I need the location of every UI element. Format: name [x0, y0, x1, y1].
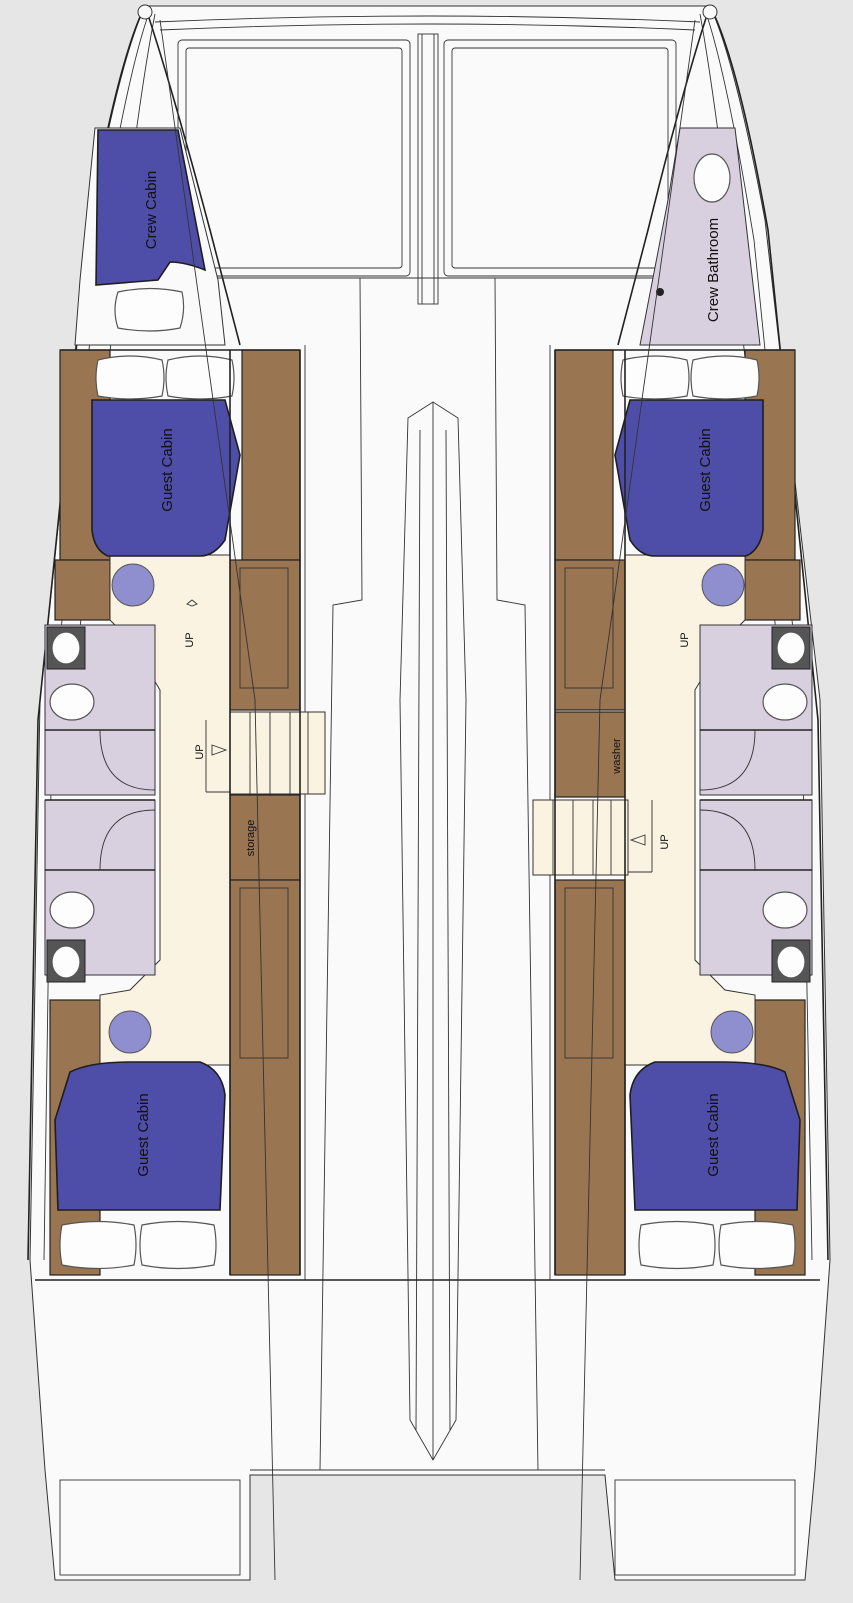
- central-deck: [35, 277, 820, 1576]
- toilet-icon-right-2: [762, 891, 808, 929]
- up-label-right-2: UP: [659, 834, 671, 849]
- crew-bathroom: Crew Bathroom: [639, 127, 761, 346]
- guest-cabin-bed-aft-right: [629, 1061, 801, 1211]
- guest-cabin-label-fwd-left: Guest Cabin: [159, 428, 176, 511]
- crew-bathroom-label: Crew Bathroom: [705, 218, 722, 322]
- right-hull: Guest Cabin UP UP washer Gues: [532, 349, 813, 1276]
- crew-cabin-bed: [95, 129, 207, 286]
- up-label-left-1: UP: [184, 632, 196, 647]
- up-label-right-1: UP: [679, 632, 691, 647]
- toilet-icon-left-2: [49, 891, 95, 929]
- crew-cabin-label: Crew Cabin: [143, 171, 160, 249]
- guest-cabin-bed-fwd-right: [614, 399, 764, 557]
- toilet-icon-right-1: [762, 683, 808, 721]
- left-hull: Guest Cabin UP UP storage: [44, 349, 326, 1276]
- toilet-icon: [693, 153, 731, 203]
- rigging-lines: [159, 19, 696, 1581]
- crew-cabin: Crew Cabin: [74, 127, 226, 346]
- washer-label: washer: [611, 738, 623, 775]
- toilet-icon-left-1: [49, 683, 95, 721]
- storage-label: storage: [245, 820, 257, 857]
- guest-cabin-label-aft-left: Guest Cabin: [135, 1093, 152, 1176]
- guest-cabin-label-fwd-right: Guest Cabin: [697, 428, 714, 511]
- guest-cabin-bed-fwd-left: [91, 399, 241, 557]
- up-label-left-2: UP: [194, 744, 206, 759]
- guest-cabin-label-aft-right: Guest Cabin: [705, 1093, 722, 1176]
- guest-cabin-bed-aft-left: [54, 1061, 226, 1211]
